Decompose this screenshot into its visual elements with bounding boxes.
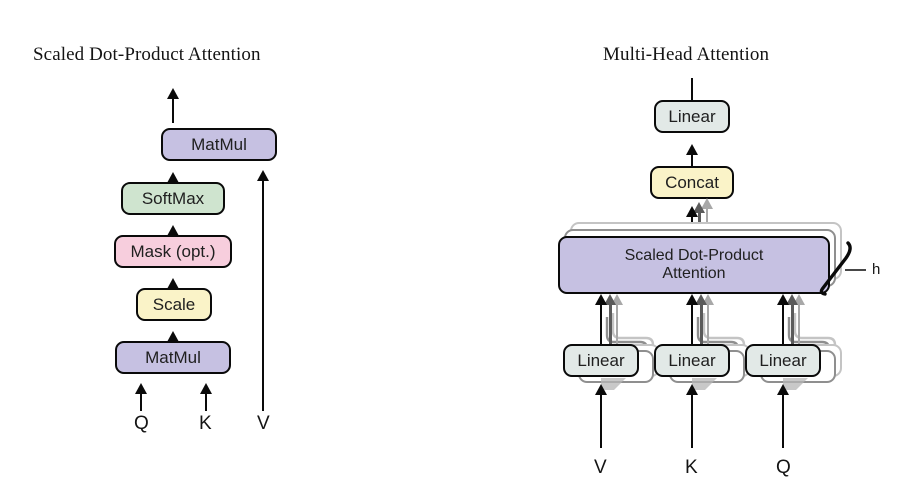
right-panel-title: Multi-Head Attention <box>603 44 770 65</box>
arrow-scale-to-mask-head <box>166 278 179 289</box>
arrow-linearq-to-sdpa-head <box>776 294 789 305</box>
arrow-lineark-to-sdpa <box>690 302 694 350</box>
arrow-linearv-to-sdpa-ghost1-head <box>604 294 616 305</box>
arrow-linearv-to-sdpa <box>599 302 603 350</box>
input-label-q-right: Q <box>776 457 791 478</box>
input-label-v: V <box>257 413 270 434</box>
node-linear-v[interactable]: Linear <box>563 344 639 377</box>
arrow-linearv-to-sdpa-head <box>594 294 607 305</box>
node-label: Scale <box>152 294 196 314</box>
node-label: Mask (opt.) <box>130 241 216 261</box>
arrow-lineark-to-sdpa-ghost1-head <box>695 294 707 305</box>
arrow-concat-to-linear-head <box>685 144 698 155</box>
arrow-input-q-line <box>781 392 785 448</box>
arrow-sdpa-to-concat-head-ghost2 <box>700 198 713 209</box>
arrow-linearv-to-sdpa-ghost2-head <box>610 294 623 305</box>
arrow-input-k-line <box>690 392 694 448</box>
arrow-input-k-head <box>685 384 698 395</box>
node-label: MatMul <box>145 347 201 367</box>
arrow-k-line <box>204 391 208 411</box>
node-label: Linear <box>577 350 625 370</box>
input-label-k: K <box>199 413 212 434</box>
arrow-input-q-head <box>776 384 789 395</box>
arrow-v-head <box>256 170 269 181</box>
arrow-q-head <box>134 383 147 394</box>
input-label-k-right: K <box>685 457 698 478</box>
node-label: Linear <box>668 106 716 126</box>
node-softmax[interactable]: SoftMax <box>121 182 225 215</box>
heads-label: h <box>872 261 881 278</box>
arrow-softmax-to-matmul-head <box>166 172 179 183</box>
arrow-sdpa-to-concat-line-ghost2 <box>705 206 709 222</box>
arrow-concat-to-linear-line <box>690 152 694 174</box>
output-line-right <box>690 78 694 100</box>
left-panel-title: Scaled Dot-Product Attention <box>33 44 261 65</box>
arrow-linearv-to-sdpa-ghost1 <box>609 302 612 349</box>
arrow-mask-to-softmax-head <box>166 225 179 236</box>
node-linear-output[interactable]: Linear <box>654 100 730 133</box>
node-label-line2: Attention <box>662 265 726 282</box>
node-label-line1: Scaled Dot-Product <box>624 247 764 265</box>
input-label-v-right: V <box>594 457 607 478</box>
arrow-linearq-to-sdpa <box>781 302 785 350</box>
output-arrow-head-left <box>166 88 179 99</box>
arrow-input-v-head <box>594 384 607 395</box>
arrow-linearq-to-sdpa-ghost2-head <box>792 294 805 305</box>
arrow-v-line <box>261 178 265 411</box>
arrow-lineark-to-sdpa-ghost1 <box>700 302 703 349</box>
output-arrow-line-left <box>171 96 175 123</box>
node-label: Linear <box>759 350 807 370</box>
node-label: Linear <box>668 350 716 370</box>
arrow-input-v-line <box>599 392 603 448</box>
arrow-matmul-to-scale-head <box>166 331 179 342</box>
node-matmul-bottom[interactable]: MatMul <box>115 341 231 374</box>
arrow-k-head <box>199 383 212 394</box>
arrow-lineark-to-sdpa-ghost2 <box>706 302 710 345</box>
arrow-q-line <box>139 391 143 411</box>
node-linear-k[interactable]: Linear <box>654 344 730 377</box>
node-label: SoftMax <box>141 188 205 208</box>
arrow-linearq-to-sdpa-ghost1-head <box>786 294 798 305</box>
node-label: MatMul <box>191 134 247 154</box>
arrow-sdpa-to-concat-head <box>685 206 698 217</box>
input-label-q: Q <box>134 413 149 434</box>
node-matmul-top[interactable]: MatMul <box>161 128 277 161</box>
node-label: Concat <box>665 172 719 192</box>
node-concat[interactable]: Concat <box>650 166 734 199</box>
arrow-lineark-to-sdpa-head <box>685 294 698 305</box>
arrow-lineark-to-sdpa-ghost2-head <box>701 294 714 305</box>
arrow-linearv-to-sdpa-ghost2 <box>615 302 619 345</box>
node-scale[interactable]: Scale <box>136 288 212 321</box>
arrow-linearq-to-sdpa-ghost1 <box>791 302 794 349</box>
node-scaled-dot-product-attention[interactable]: Scaled Dot-Product Attention <box>558 236 830 294</box>
arrow-sdpa-to-concat-line-ghost1 <box>698 210 701 230</box>
arrow-linearq-to-sdpa-ghost2 <box>797 302 801 345</box>
node-linear-q[interactable]: Linear <box>745 344 821 377</box>
arrow-sdpa-to-concat-head-ghost1 <box>693 202 705 213</box>
node-mask[interactable]: Mask (opt.) <box>114 235 232 268</box>
